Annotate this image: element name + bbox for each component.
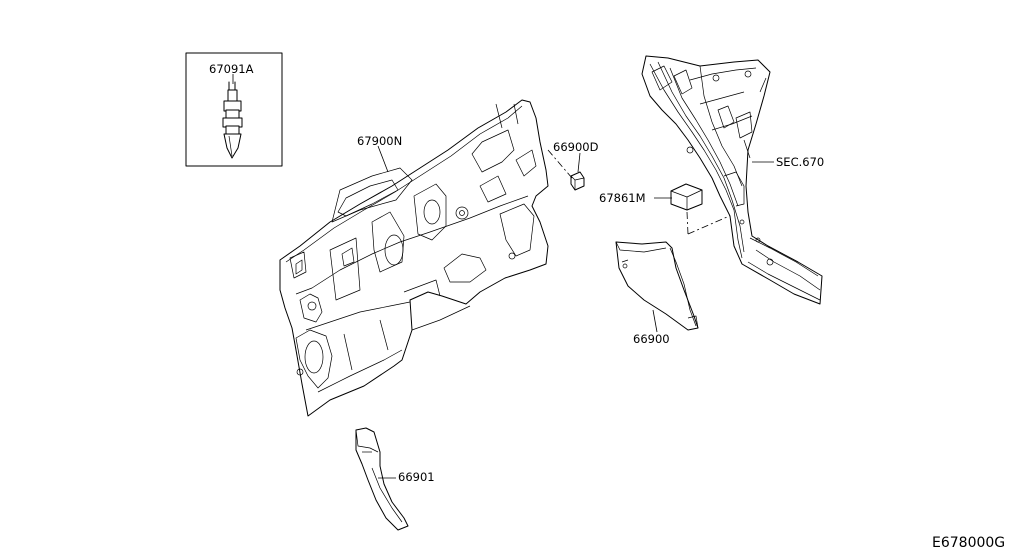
label-66900d: 66900D: [553, 140, 599, 154]
label-67900n: 67900N: [357, 134, 402, 148]
finisher-66901: [355, 427, 409, 531]
finisher-66900: [615, 241, 699, 331]
diagram-code: E678000G: [932, 535, 1005, 551]
body-side-structure: [641, 55, 823, 305]
label-67091a: 67091A: [209, 62, 254, 76]
fastener-67091a-illustration: [222, 81, 243, 159]
clip-66900d: [547, 149, 585, 191]
label-66900: 66900: [633, 332, 670, 346]
label-66901: 66901: [398, 470, 435, 484]
label-sec-670: SEC.670: [776, 155, 824, 169]
pad-67861m: [654, 183, 735, 235]
dash-insulator-67900n: [279, 99, 549, 417]
label-67861m: 67861M: [599, 191, 646, 205]
inset-box-67091a: 67091A: [185, 52, 283, 167]
